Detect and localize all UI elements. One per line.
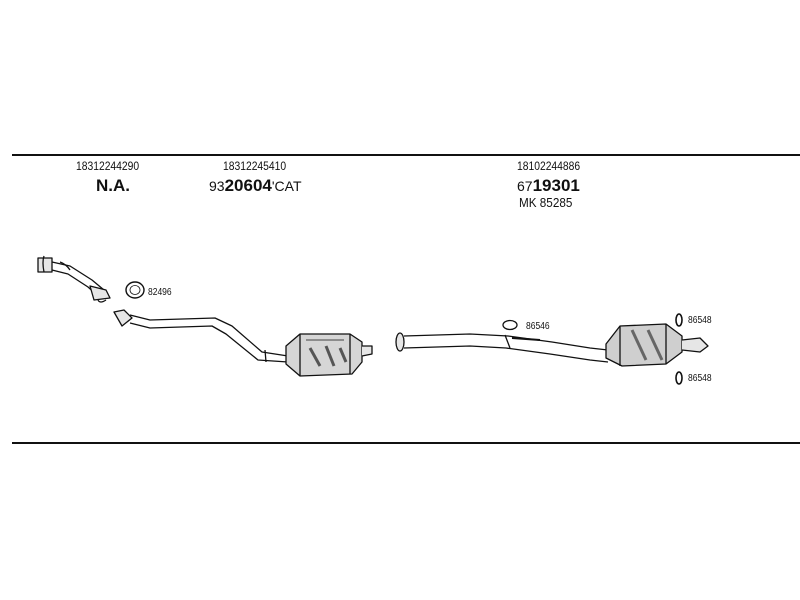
clamp-icon bbox=[502, 319, 518, 331]
reference-prefix: 93 bbox=[209, 178, 225, 194]
rubber-ring-icon bbox=[675, 313, 683, 327]
bottom-divider bbox=[12, 442, 800, 444]
callout-gasket: 82496 bbox=[148, 287, 172, 298]
part-number-catalytic-converter: 18312245410 bbox=[223, 159, 287, 173]
front-pipe-icon bbox=[37, 255, 111, 303]
top-divider bbox=[12, 154, 800, 156]
gasket-ring-icon bbox=[125, 281, 145, 299]
reference-suffix: 'CAT bbox=[271, 178, 302, 194]
rubber-ring-icon bbox=[675, 371, 683, 385]
part-number-front-pipe: 18312244290 bbox=[76, 159, 140, 173]
status-not-available: N.A. bbox=[96, 176, 130, 195]
reference-prefix: 67 bbox=[517, 178, 533, 194]
reference-main: 19301 bbox=[532, 176, 580, 195]
callout-ring-lower: 86548 bbox=[688, 373, 712, 384]
callout-clamp: 86546 bbox=[526, 321, 550, 332]
intermediate-pipe-icon bbox=[395, 332, 609, 363]
reference-rear-silencer: 6719301 bbox=[517, 177, 580, 195]
part-number-rear-silencer: 18102244886 bbox=[517, 159, 581, 173]
mounting-kit-number: MK 85285 bbox=[519, 195, 573, 210]
downpipe-icon bbox=[113, 309, 289, 363]
reference-main: 20604 bbox=[224, 176, 272, 195]
catalytic-converter-icon bbox=[285, 333, 373, 377]
callout-ring-upper: 86548 bbox=[688, 315, 712, 326]
reference-catalytic-converter: 9320604'CAT bbox=[209, 177, 302, 195]
rear-silencer-icon bbox=[605, 323, 709, 367]
